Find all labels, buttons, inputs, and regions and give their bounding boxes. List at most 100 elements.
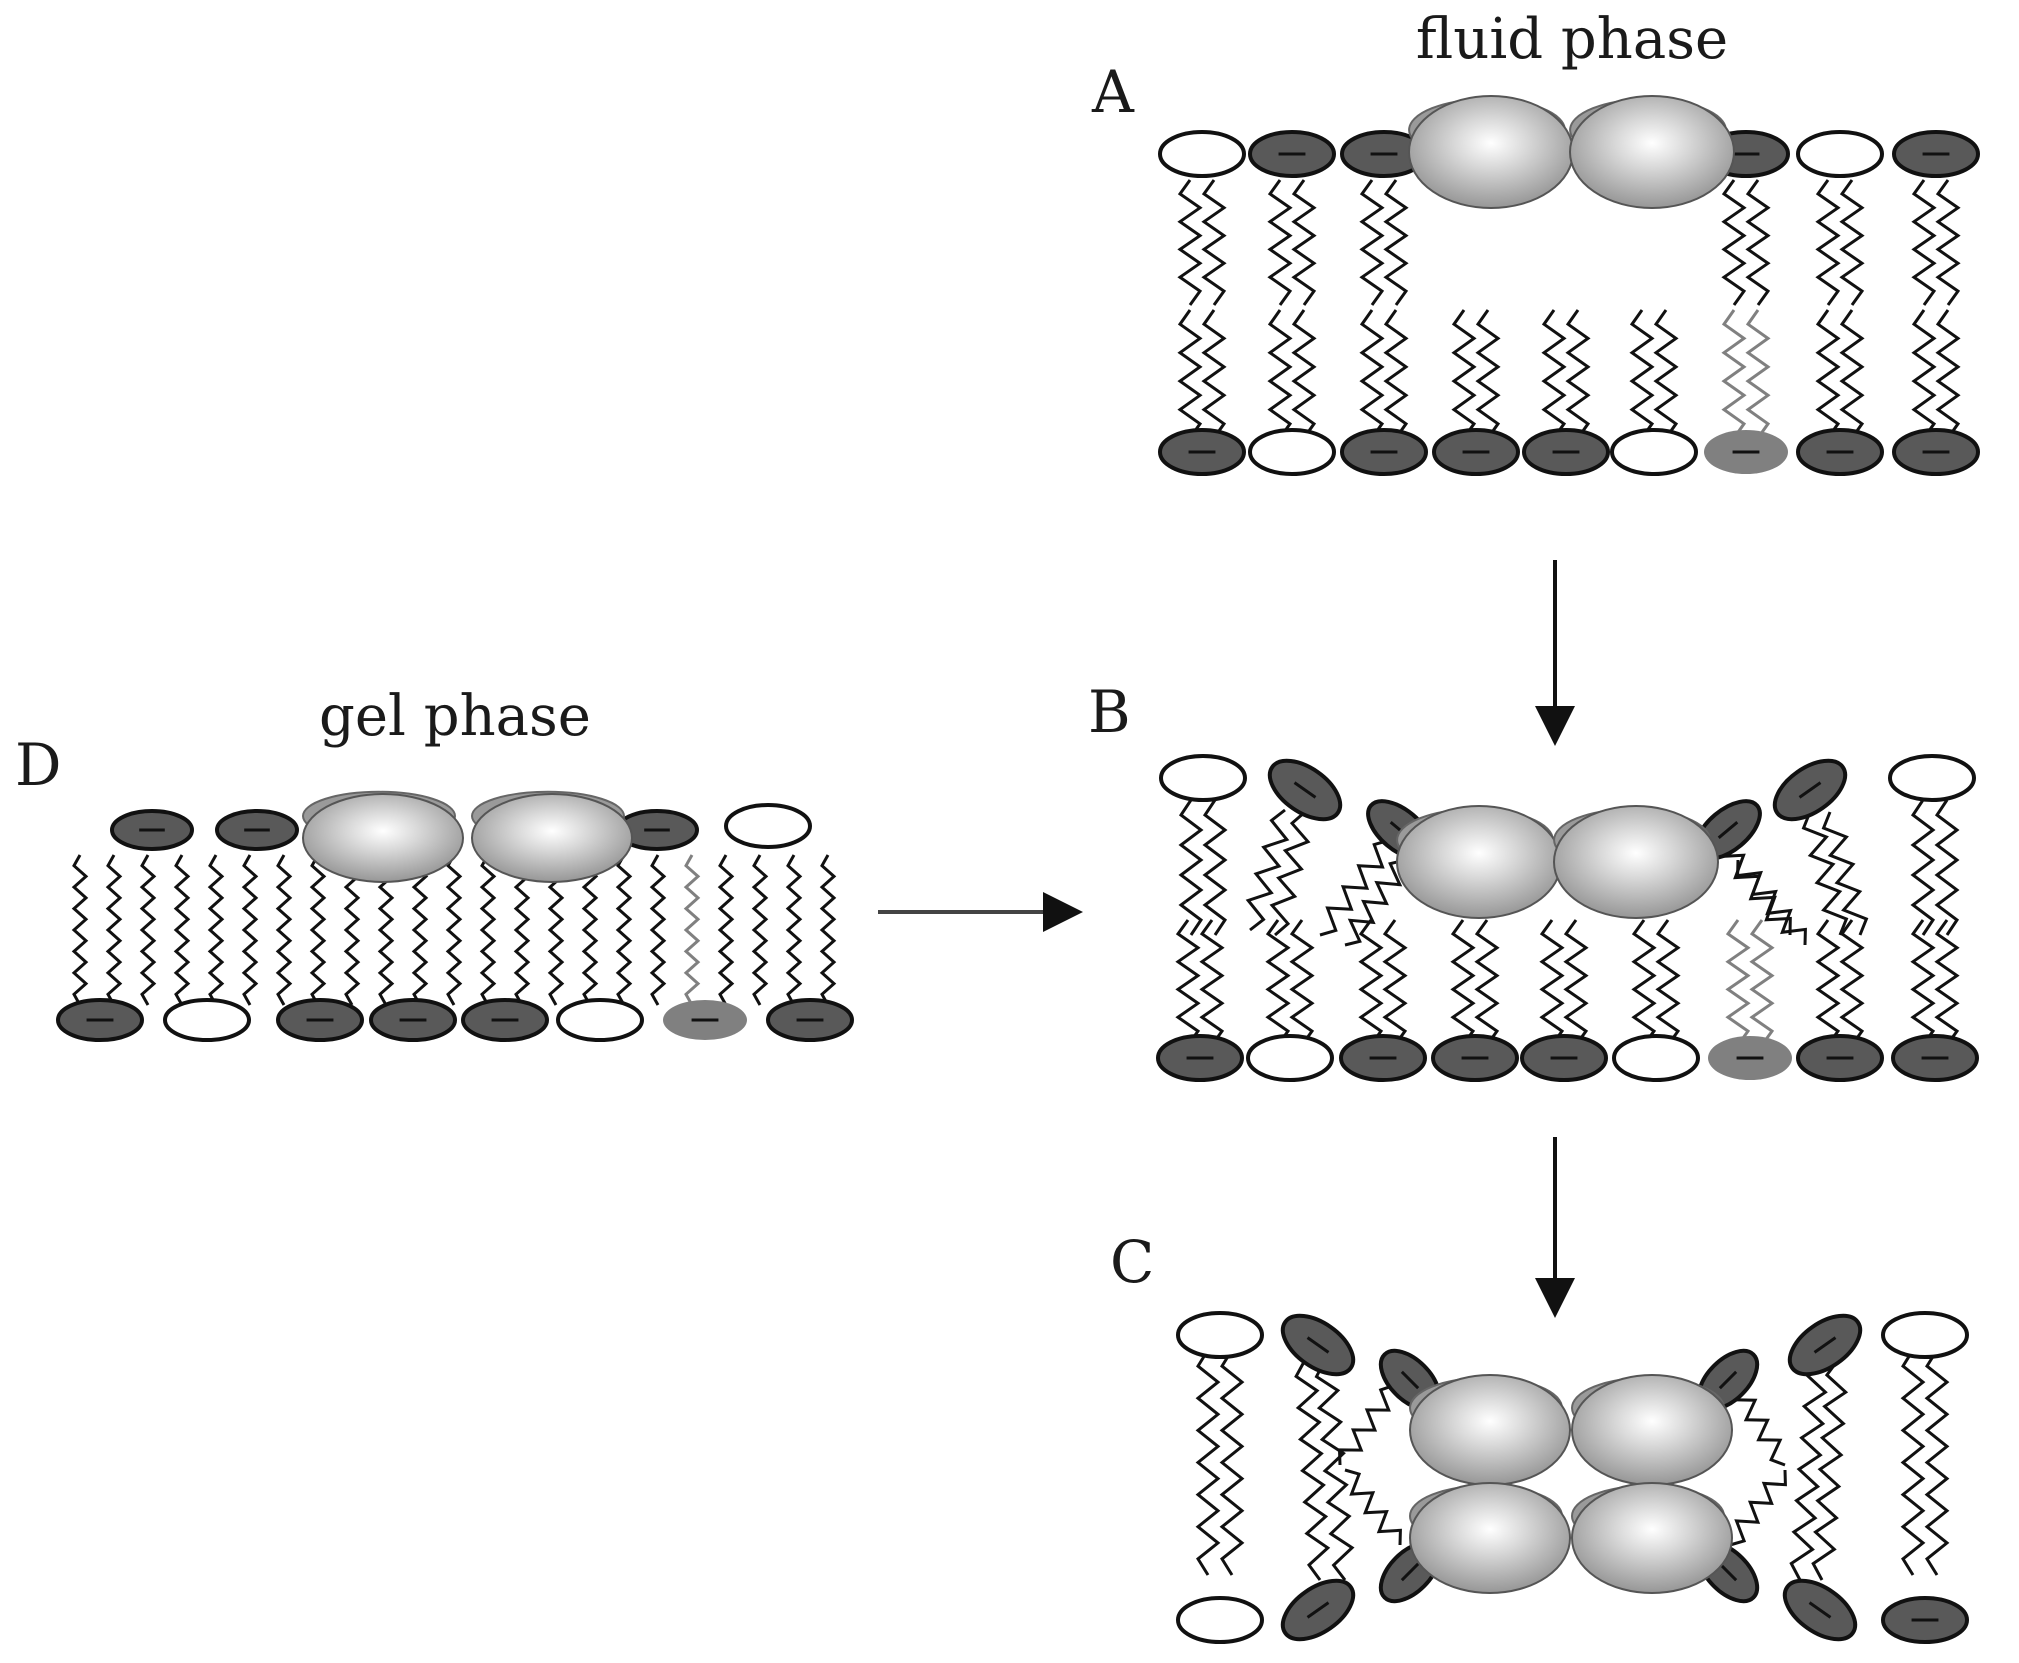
lipid-tail — [1245, 808, 1290, 932]
anionic-lipid-head — [1520, 1034, 1608, 1082]
lipid-tail — [1934, 799, 1960, 936]
lipid-tail — [1911, 179, 1937, 306]
anionic-lipid-head — [1158, 428, 1246, 476]
neutral-lipid-head — [1159, 754, 1247, 802]
anionic-lipid-head — [1156, 1034, 1244, 1082]
peptide-body — [1408, 95, 1574, 209]
lipid-tail — [1265, 919, 1291, 1046]
lipid-tail — [1291, 309, 1317, 439]
lipid-tail — [1291, 179, 1317, 306]
gel-phase-title: gel phase — [319, 684, 591, 749]
anionic-lipid-head — [1280, 1313, 1356, 1377]
anionic-lipid-head — [276, 998, 364, 1042]
minus-sign — [1306, 1336, 1330, 1354]
lipid-tail — [1269, 810, 1311, 937]
neutral-lipid-head — [163, 998, 251, 1042]
lipid-tail — [1815, 179, 1841, 306]
highlighted-lipid-head — [1708, 1036, 1792, 1080]
lipid-tail — [1475, 309, 1501, 439]
peptide-monomer — [1571, 1374, 1733, 1486]
lipid-tail — [105, 854, 123, 1006]
panel-d-gel-membrane — [56, 790, 854, 1042]
minus-sign — [1293, 781, 1317, 799]
lipid-tail — [1725, 919, 1751, 1046]
neutral-lipid-head — [724, 803, 812, 849]
lipid-tail — [1815, 919, 1841, 1046]
lipid-tail — [1563, 919, 1589, 1046]
lipid-tail — [751, 854, 769, 1006]
peptide-body — [1571, 1482, 1733, 1594]
highlighted-lipid-head — [1704, 430, 1788, 474]
lipid-tail — [241, 854, 259, 1006]
lipid-tail — [819, 854, 837, 1006]
peptide-body — [1409, 1482, 1571, 1594]
lipid-tail — [1359, 309, 1385, 439]
anionic-lipid-head — [1796, 1034, 1884, 1082]
lipid-tail — [1201, 309, 1227, 439]
anionic-lipid-head — [1772, 758, 1848, 822]
peptide-body — [302, 793, 464, 883]
peptide-monomer — [1409, 1374, 1571, 1486]
fluid-phase-title: fluid phase — [1416, 7, 1728, 72]
lipid-tail — [1629, 309, 1655, 439]
peptide-monomer — [1408, 95, 1574, 209]
lipid-tail — [1731, 1384, 1786, 1467]
peptide-monomer — [1571, 1482, 1733, 1594]
lipid-tail — [207, 854, 225, 1006]
head-shape — [1610, 428, 1698, 476]
anionic-lipid-head — [1431, 1034, 1519, 1082]
panel-b-label: B — [1088, 678, 1131, 746]
peptide-body — [1571, 1374, 1733, 1486]
lipid-tail — [71, 854, 89, 1006]
lipid-tail — [1655, 919, 1681, 1046]
minus-sign — [1718, 1562, 1738, 1582]
lipid-tail — [1175, 919, 1201, 1046]
peptide-monomer — [1396, 805, 1562, 919]
anionic-lipid-head — [1782, 1578, 1858, 1642]
lipid-tail — [1267, 179, 1293, 306]
anionic-lipid-head — [369, 998, 457, 1042]
lipid-tail — [1721, 179, 1747, 306]
lipid-tail — [1801, 811, 1849, 936]
lipid-tail — [1337, 1383, 1396, 1466]
lipid-tail — [1935, 309, 1961, 439]
neutral-lipid-head — [1610, 428, 1698, 476]
highlighted-lipid-head — [663, 1000, 747, 1040]
head-shape — [1796, 130, 1884, 178]
lipid-tail — [1201, 179, 1227, 306]
lipid-tail — [1815, 309, 1841, 439]
lipid-tail — [1178, 799, 1204, 936]
peptide-body — [1396, 805, 1562, 919]
anionic-lipid-head — [1267, 758, 1343, 822]
peptide-monomer — [1409, 1482, 1571, 1594]
anionic-lipid-head — [56, 998, 144, 1042]
anionic-lipid-head — [110, 809, 194, 851]
anionic-lipid-head — [1787, 1313, 1863, 1377]
lipid-tail — [1383, 309, 1409, 439]
lipid-tail — [1924, 1349, 1950, 1576]
anionic-lipid-head — [1892, 428, 1980, 476]
lipid-tail — [1811, 1359, 1849, 1581]
lipid-tail — [1653, 309, 1679, 439]
panel-b-tilted-membrane — [1156, 754, 1979, 1082]
anionic-lipid-head — [1881, 1596, 1969, 1644]
lipid-tail — [1267, 309, 1293, 439]
lipid-tail — [1289, 919, 1315, 1046]
lipid-tail — [1319, 838, 1391, 937]
lipid-tail — [1839, 179, 1865, 306]
anionic-lipid-head — [1432, 428, 1520, 476]
neutral-lipid-head — [1246, 1034, 1334, 1082]
lipid-tail — [1736, 859, 1807, 946]
head-shape — [163, 998, 251, 1042]
minus-sign — [1813, 1336, 1837, 1354]
minus-sign — [1808, 1601, 1832, 1619]
lipid-tail — [309, 854, 327, 1006]
minus-sign — [1400, 1562, 1420, 1582]
lipid-tail — [1294, 1359, 1331, 1581]
lipid-tail — [1911, 309, 1937, 439]
peptide-monomer — [471, 790, 633, 883]
lipid-tail — [1910, 919, 1936, 1046]
lipid-tail — [1789, 1359, 1828, 1581]
lipid-tail — [1344, 1468, 1402, 1546]
lipid-tail — [1721, 309, 1747, 439]
